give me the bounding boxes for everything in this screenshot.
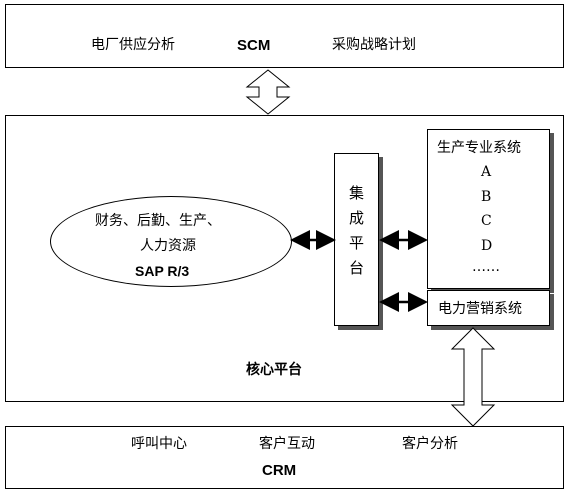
scm-core-double-arrow: [245, 69, 291, 115]
crm-title: CRM: [262, 462, 297, 479]
integration-char-3: 平: [349, 234, 365, 252]
scm-left-label: 电厂供应分析: [91, 37, 175, 53]
marketing-crm-double-arrow: [450, 327, 496, 427]
production-title: 生产专业系统: [437, 140, 521, 156]
production-item-d: D: [481, 238, 493, 254]
integration-char-1: 集: [349, 184, 365, 202]
integration-char-4: 台: [349, 259, 365, 277]
production-item-c: C: [481, 213, 492, 229]
sap-ellipse: [50, 196, 292, 287]
production-item-b: B: [481, 189, 492, 205]
scm-right-label: 采购战略计划: [332, 37, 416, 53]
marketing-title: 电力营销系统: [438, 301, 522, 317]
crm-right-label: 客户分析: [402, 436, 458, 452]
marketing-system-box: [427, 290, 550, 326]
sap-line-3: SAP R/3: [135, 263, 190, 279]
crm-box: [5, 426, 564, 489]
production-systems-box: [427, 129, 550, 289]
core-platform-label: 核心平台: [246, 361, 302, 377]
crm-left-label: 呼叫中心: [131, 436, 187, 452]
production-item-a: A: [481, 164, 492, 180]
scm-box: [5, 4, 564, 68]
sap-line-2: 人力资源: [140, 238, 196, 254]
production-item-ellipsis: ……: [472, 259, 500, 275]
crm-center-label: 客户互动: [259, 436, 315, 452]
scm-title: SCM: [237, 37, 271, 54]
sap-line-1: 财务、后勤、生产、: [95, 213, 221, 229]
integration-char-2: 成: [349, 209, 365, 227]
